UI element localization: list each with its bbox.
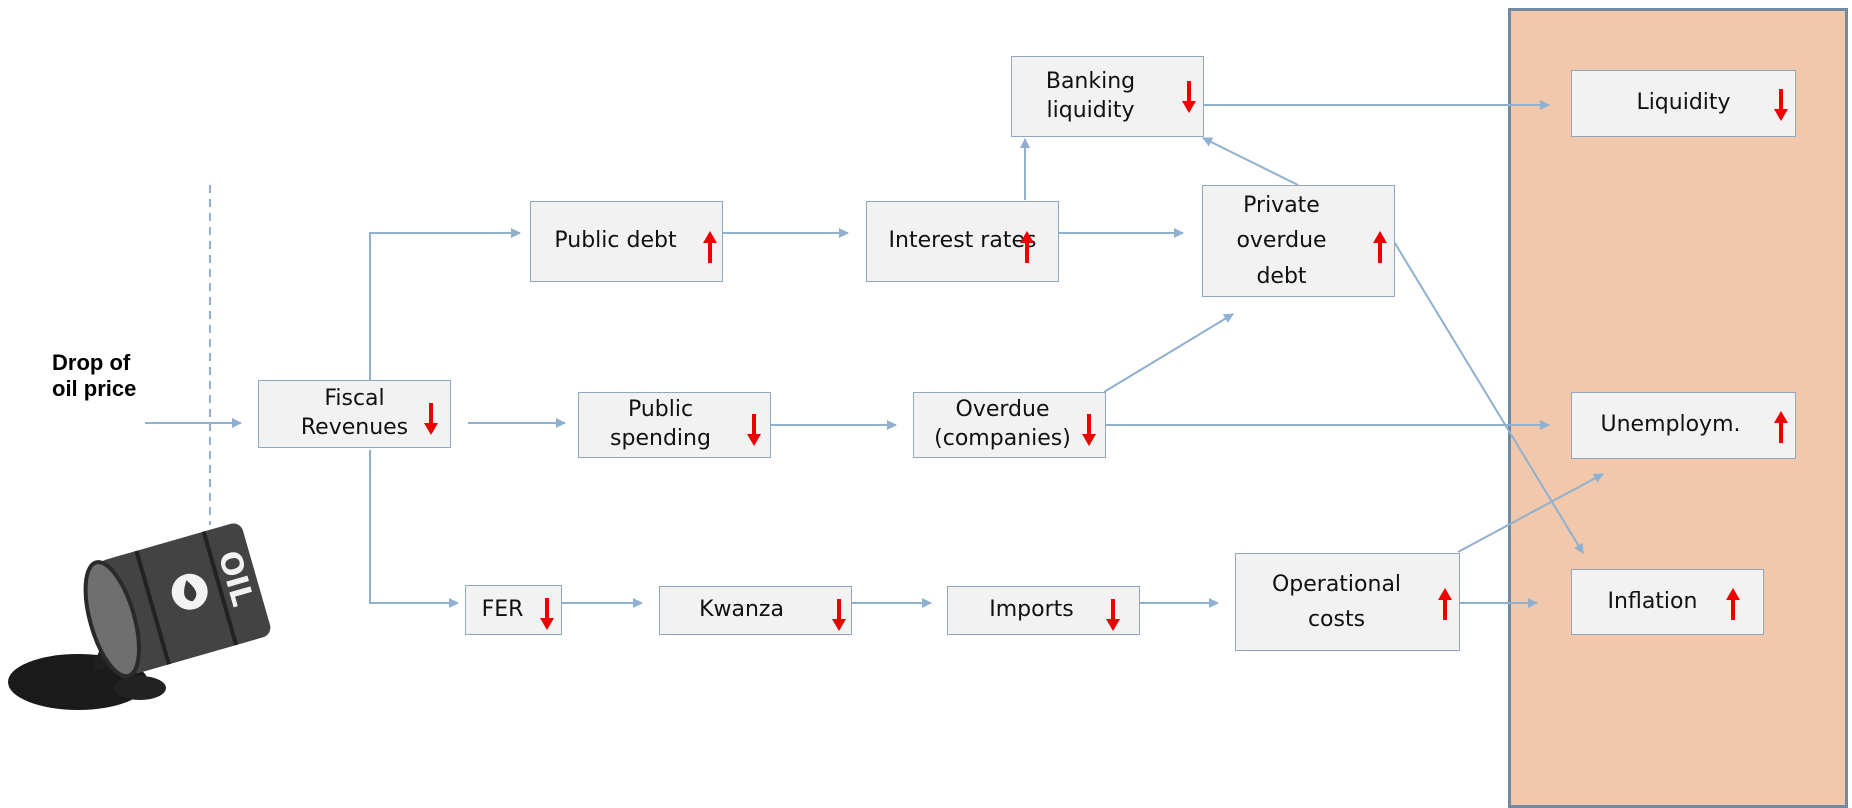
liquidity-trend-down-icon	[1772, 87, 1790, 132]
interest-rates-label: Interest rates	[888, 228, 1037, 254]
inflation-trend-up-icon	[1724, 586, 1742, 631]
public-debt-label: Public debt	[554, 228, 677, 254]
oil-barrel-icon: OIL	[8, 523, 271, 710]
public-spending-label: Public spending	[610, 397, 711, 451]
inflation-box: Inflation	[1571, 569, 1764, 635]
connector-fiscal-to-fer	[369, 450, 459, 608]
drop-of-oil-price-label: Drop of oil price	[52, 350, 136, 403]
drop-label-line1: Drop of	[52, 350, 131, 375]
kwanza-box: Kwanza	[659, 586, 852, 635]
overdue-companies-trend-down-icon	[1080, 412, 1098, 457]
kwanza-trend-down-icon	[830, 597, 848, 642]
connector-fiscal-to-public-debt	[369, 228, 521, 410]
connector-overdue-to-private	[1103, 313, 1234, 393]
private-overdue-debt-box: Private overdue debt	[1202, 185, 1395, 297]
fer-trend-down-icon	[538, 596, 556, 641]
private-overdue-debt-label: Private overdue debt	[1236, 193, 1327, 289]
flow-diagram: OIL	[8, 100, 1604, 710]
public-debt-box: Public debt	[530, 201, 723, 282]
fiscal-revenues-box: Fiscal Revenues	[258, 380, 451, 448]
overdue-companies-box: Overdue (companies)	[913, 392, 1106, 458]
fer-label: FER	[481, 596, 524, 622]
unemployment-box: Unemploym.	[1571, 392, 1796, 459]
unemployment-label: Unemploym.	[1600, 412, 1741, 438]
connectors	[145, 100, 1604, 608]
public-debt-trend-up-icon	[701, 229, 719, 274]
overdue-companies-label: Overdue (companies)	[934, 397, 1071, 451]
connector-private-to-inflation	[1392, 239, 1584, 554]
imports-box: Imports	[947, 586, 1140, 635]
connector-operational-to-unemployment	[1457, 473, 1604, 553]
imports-label: Imports	[989, 597, 1074, 623]
fiscal-trend-down-icon	[422, 401, 440, 446]
interest-rates-trend-up-icon	[1018, 229, 1036, 274]
interest-rates-box: Interest rates	[866, 201, 1059, 282]
operational-costs-box: Operational costs	[1235, 553, 1460, 651]
banking-liquidity-trend-down-icon	[1180, 79, 1198, 124]
imports-trend-down-icon	[1104, 597, 1122, 642]
fiscal-revenues-label: Fiscal Revenues	[300, 386, 409, 440]
drop-label-line2: oil price	[52, 376, 137, 402]
liquidity-label: Liquidity	[1636, 90, 1731, 116]
unemployment-trend-up-icon	[1772, 409, 1790, 454]
public-spending-box: Public spending	[578, 392, 771, 458]
public-spending-trend-down-icon	[745, 412, 763, 457]
fer-box: FER	[465, 585, 562, 635]
connector-private-to-banking	[1202, 137, 1299, 186]
private-overdue-debt-trend-up-icon	[1371, 229, 1389, 274]
operational-costs-trend-up-icon	[1436, 586, 1454, 631]
kwanza-label: Kwanza	[699, 597, 784, 623]
banking-liquidity-label: Banking liquidity	[1045, 68, 1136, 123]
liquidity-box: Liquidity	[1571, 70, 1796, 137]
operational-costs-label: Operational costs	[1271, 571, 1402, 632]
inflation-label: Inflation	[1607, 588, 1698, 614]
banking-liquidity-box: Banking liquidity	[1011, 56, 1204, 137]
